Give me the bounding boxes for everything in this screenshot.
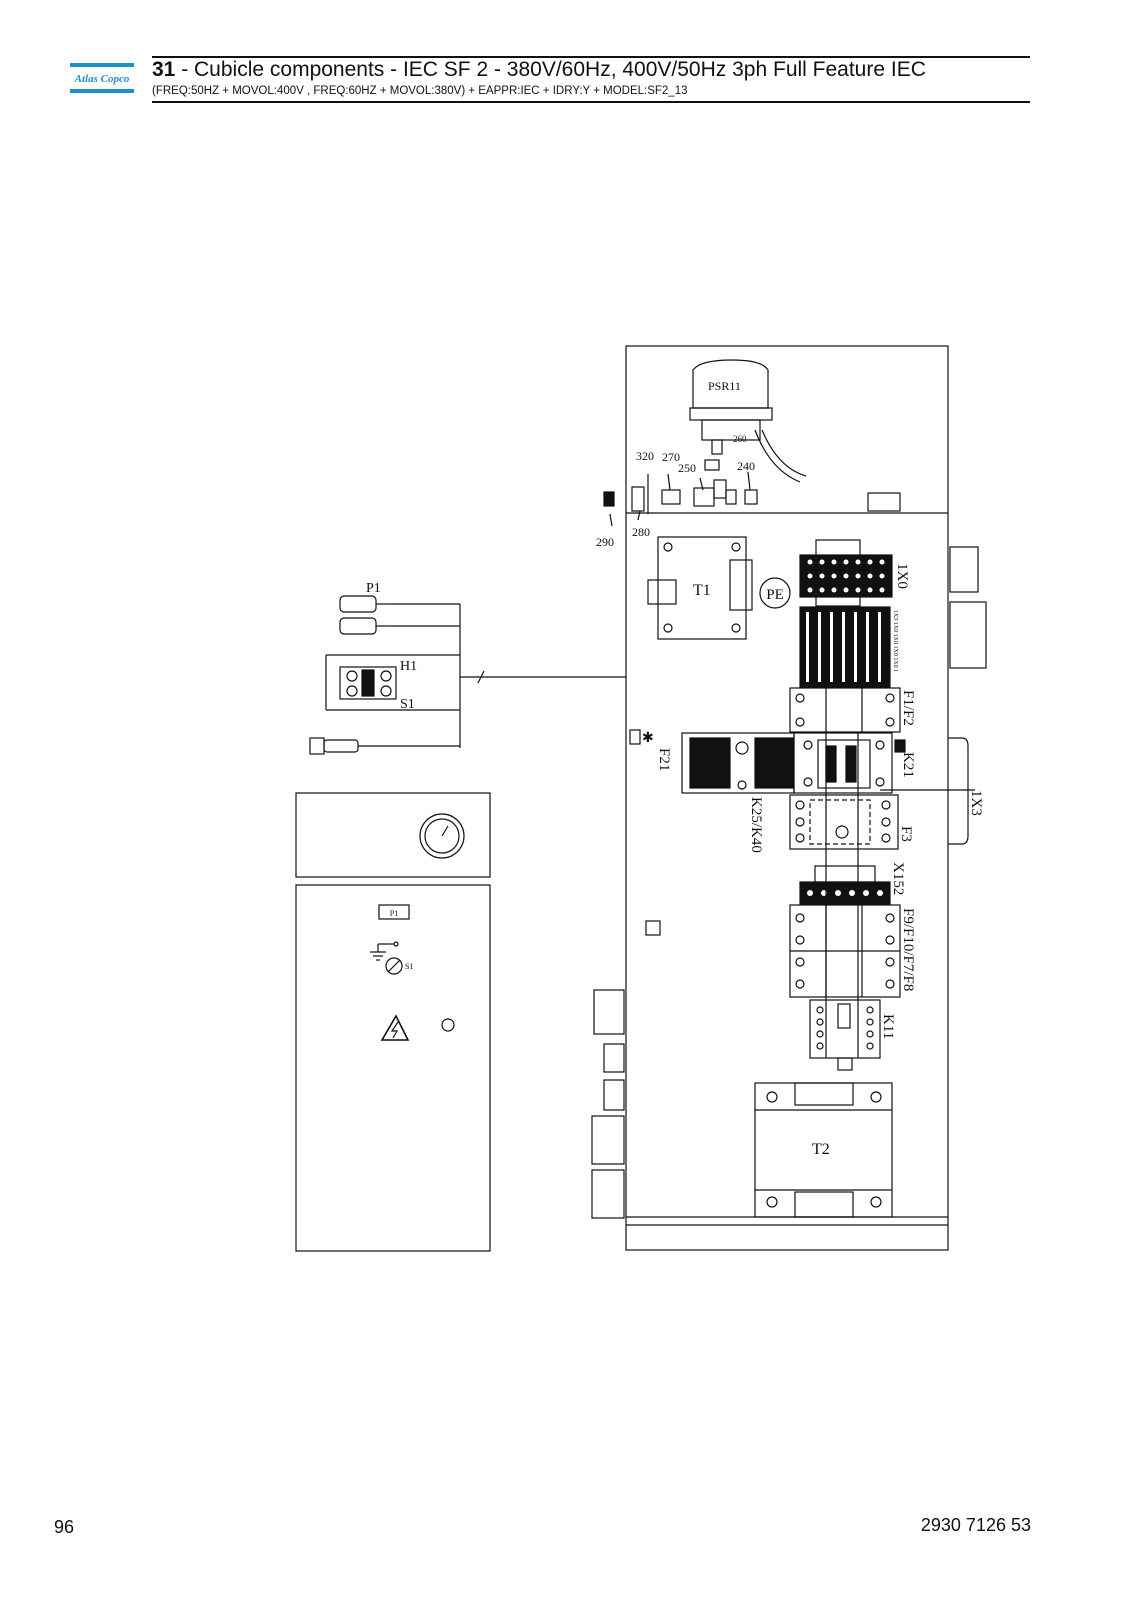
- page-number: 96: [54, 1517, 75, 1537]
- small-terminals-label: 1X3 1X0 1X0 1X0 1X0 1: [892, 610, 898, 672]
- contactor-k21: K21: [793, 732, 916, 794]
- h1-label: H1: [400, 659, 417, 674]
- x1x0-label: 1X0: [894, 563, 910, 589]
- x152-label: X152: [890, 862, 906, 895]
- transformer-t2: T2: [754, 1082, 893, 1218]
- header-rule-bottom: [152, 101, 1030, 103]
- x1x3-label: 1X3: [968, 790, 984, 816]
- title-text: - Cubicle components - IEC SF 2 - 380V/6…: [175, 58, 926, 81]
- terminal-block-1x0: 1X0: [799, 539, 910, 607]
- cable-gland-top: [867, 492, 901, 512]
- star-marker: ✱: [642, 731, 654, 746]
- pe-label: PE: [766, 587, 784, 603]
- f3-label: F3: [898, 826, 914, 842]
- p1-small-label: P1: [390, 909, 398, 918]
- s1-label: S1: [400, 697, 415, 712]
- door-wiring: P1 H1 S1: [309, 581, 461, 755]
- f1f2-label: F1/F2: [900, 690, 916, 726]
- page-title: 31 - Cubicle components - IEC SF 2 - 380…: [152, 57, 926, 83]
- small-square-marker: [645, 920, 661, 936]
- f21-label: F21: [656, 748, 672, 771]
- terminal-block-dense: 1X3 1X0 1X0 1X0 1X0 1: [799, 606, 898, 688]
- atlas-copco-logo: Atlas Copco: [70, 63, 134, 93]
- section-number: 31: [152, 58, 176, 81]
- f9f10-label: F9/F10/F7/F8: [900, 908, 916, 991]
- door-panel: P1 S1: [295, 884, 491, 1252]
- page-subtitle: (FREQ:50HZ + MOVOL:400V , FREQ:60HZ + MO…: [152, 85, 688, 97]
- gauge-panel: [295, 792, 491, 878]
- pneumatic-fittings: 320 270 250 240 290 280: [596, 449, 758, 549]
- right-cable-glands: [880, 546, 987, 845]
- label-320: 320: [636, 449, 654, 463]
- label-240: 240: [737, 459, 755, 473]
- label-260: 260: [733, 434, 747, 444]
- doc-number: 2930 7126 53: [920, 1515, 1031, 1535]
- left-cable-glands: [591, 989, 625, 1219]
- fuse-f3: F3: [789, 794, 914, 850]
- fuses-f1-f2: F1/F2: [789, 687, 916, 733]
- k25k40-label: K25/K40: [748, 797, 764, 853]
- label-250: 250: [678, 461, 696, 475]
- p1-label: P1: [366, 581, 381, 596]
- label-290: 290: [596, 535, 614, 549]
- header-rule-top: [152, 56, 1030, 58]
- pressure-switch-psr11: PSR11 260: [689, 359, 807, 483]
- din-rail: [825, 733, 859, 1058]
- contactor-k11: K11: [809, 999, 896, 1071]
- psr11-label: PSR11: [708, 379, 741, 393]
- cable-break-mark: [477, 670, 485, 684]
- breaker-f21: ✱ F21: [629, 729, 795, 794]
- t1-label: T1: [693, 582, 711, 599]
- cabinet-enclosure: [625, 345, 949, 1251]
- label-280: 280: [632, 525, 650, 539]
- brand-text: Atlas Copco: [74, 73, 130, 85]
- t2-label: T2: [812, 1141, 830, 1158]
- fuses-f9-f10-f7-f8: F9/F10/F7/F8: [789, 904, 916, 998]
- transformer-t1: T1 PE: [647, 536, 791, 640]
- k21-label: K21: [900, 752, 916, 778]
- k11-label: K11: [880, 1014, 896, 1039]
- terminal-block-x152: X152: [799, 862, 906, 905]
- s1-small-label: S1: [405, 962, 413, 971]
- label-270: 270: [662, 450, 680, 464]
